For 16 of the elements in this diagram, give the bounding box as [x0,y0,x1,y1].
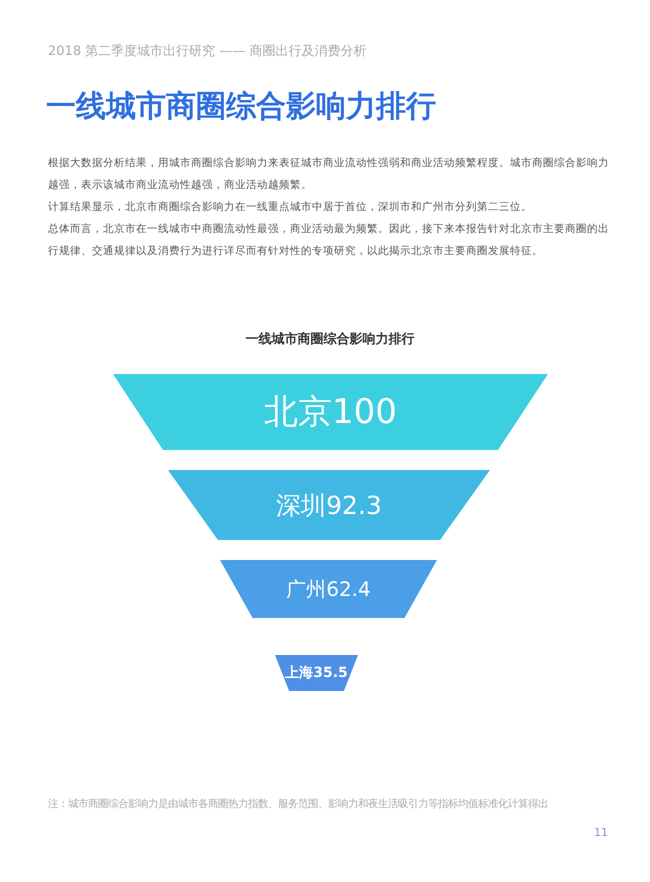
paragraph: 根据大数据分析结果，用城市商圈综合影响力来表征城市商业流动性强弱和商业活动频繁程度。城市商圈综合影响力越强，表示该城市商业流动性越强，商业活动越频繁。 [48,156,610,193]
page-title: 一线城市商圈综合影响力排行 [46,88,436,126]
page-number: 11 [594,826,608,839]
segment-label: 广州62.4 [286,576,371,602]
paragraph: 总体而言，北京市在一线城市中商圈流动性最强，商业活动最为频繁。因此，接下来本报告针对北京市主要商圈的出行规律、交通规律以及消费行为进行详尽而有针对性的专项研究，以此揭示北京市主要商圈发展特征。 [48,222,610,259]
funnel-segment [220,560,437,618]
footnote: 注：城市商圈综合影响力是由城市各商圈热力指数、服务范围、影响力和夜生活吸引力等指标均值标准化计算得出 [48,797,549,811]
funnel-segment [113,374,548,450]
paragraph: 计算结果显示，北京市商圈综合影响力在一线重点城市中居于首位，深圳市和广州市分列第二三位。 [48,200,533,215]
chart-title: 一线城市商圈综合影响力排行 [244,330,416,348]
segment-label: 北京100 [264,391,397,434]
segment-label: 上海35.5 [285,664,348,682]
header-text: 2018 第二季度城市出行研究 —— 商圈出行及消费分析 [48,43,366,60]
funnel-segment [168,470,490,540]
segment-label: 深圳92.3 [276,490,382,522]
funnel-segment [275,655,358,691]
